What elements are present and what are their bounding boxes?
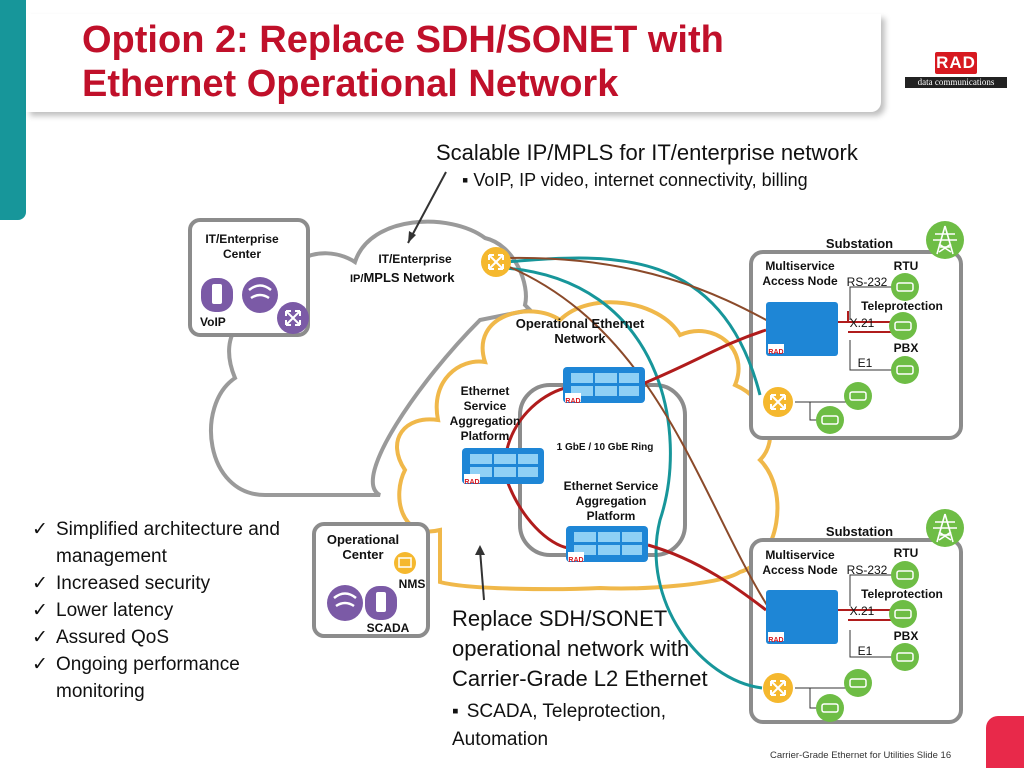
title-panel: [26, 14, 881, 112]
router-icon: [276, 301, 310, 335]
callout-ethernet: Replace SDH/SONET operational network wi…: [452, 606, 708, 691]
pylon-icon: [925, 508, 965, 548]
slide-footer: Carrier-Grade Ethernet for Utilities Sli…: [770, 750, 952, 761]
benefit-text: Lower latency: [56, 600, 174, 621]
benefit-text: Ongoing performance monitoring: [56, 654, 240, 702]
x21-label: X.21: [849, 604, 875, 618]
benefit-item: ✓ Ongoing performance monitoring: [32, 651, 282, 705]
sub2-link: [838, 609, 895, 621]
ring-link-1: [503, 386, 566, 461]
sub1-link: [838, 311, 895, 333]
check-icon: ✓: [32, 519, 48, 540]
esap-left-label: Ethernet Service Aggregation Platform: [449, 384, 521, 443]
it-center-label: IT/Enterprise Center: [205, 232, 279, 261]
ring-link-4: [647, 543, 767, 612]
it-network-label-2: IP/MPLS Network: [350, 270, 480, 287]
rtu-icon: [890, 272, 920, 302]
bullet-icon: ▪: [452, 701, 459, 722]
logo-mark: RAD: [935, 52, 977, 74]
rtu-label: RTU: [893, 259, 919, 273]
benefit-text: Assured QoS: [56, 627, 169, 648]
benefit-text: Simplified architecture and management: [56, 519, 280, 567]
it-mpls-cloud: [209, 219, 535, 497]
callout-it-bullet: ▪ VoIP, IP video, internet connectivity,…: [462, 170, 808, 191]
pylon-icon: [925, 220, 965, 260]
it-link-2: [504, 264, 771, 611]
rtu-icon: [890, 560, 920, 590]
ring-label: 1 GbE / 10 GbE Ring: [556, 442, 654, 453]
it-network-label-name: MPLS Network: [363, 270, 455, 285]
rad-tag: RAD: [768, 637, 784, 644]
check-icon: ✓: [32, 654, 48, 675]
man-label: Multiservice Access Node: [762, 548, 838, 577]
man-label: Multiservice Access Node: [762, 259, 838, 288]
substation-title: Substation: [825, 236, 894, 251]
benefit-item: ✓ Assured QoS: [32, 624, 282, 651]
callout-arrow-top: [407, 171, 447, 244]
pbx-icon: [890, 355, 920, 385]
it-network-label-1: IT/Enterprise: [378, 252, 452, 266]
substation-title: Substation: [825, 524, 894, 539]
check-icon: ✓: [32, 600, 48, 621]
operational-network-label: Operational Ethernet Network: [515, 316, 645, 346]
computer-icon: [815, 693, 845, 723]
check-icon: ✓: [32, 627, 48, 648]
pbx-label: PBX: [893, 341, 919, 355]
camera-icon: [843, 668, 873, 698]
logo-tagline: data communications: [905, 77, 1007, 88]
rtu-label: RTU: [893, 546, 919, 560]
callout-it-network: Scalable IP/MPLS for IT/enterprise netwo…: [436, 140, 858, 165]
teleprotection-label: Teleprotection: [861, 299, 943, 313]
bullet-icon: ▪: [462, 170, 474, 190]
rad-tag: RAD: [568, 557, 584, 564]
x21-label: X.21: [849, 316, 875, 330]
e1-label: E1: [857, 356, 873, 370]
computer-icon: [815, 405, 845, 435]
rad-tag: RAD: [464, 479, 480, 486]
router-icon: [480, 246, 512, 278]
callout-arrow-bottom: [479, 549, 485, 601]
benefit-item: ✓ Simplified architecture and management: [32, 516, 282, 570]
scada-label: SCADA: [366, 621, 410, 635]
rad-tag: RAD: [768, 349, 784, 356]
corner-accent: [986, 716, 1024, 768]
benefits-list: ✓Simplified architecture and management …: [32, 516, 282, 705]
benefit-text: Increased security: [56, 573, 211, 594]
check-icon: ✓: [32, 573, 48, 594]
camera-icon: [843, 381, 873, 411]
callout-ethernet-bullet-text: SCADA, Teleprotection, Automation: [452, 701, 666, 750]
e1-label: E1: [857, 644, 873, 658]
man-node-2: [766, 590, 838, 644]
benefit-item: ✓ Increased security: [32, 570, 282, 597]
it-link-1: [504, 256, 771, 323]
rs232-label: RS-232: [846, 563, 888, 577]
rad-logo: RAD data communications: [905, 52, 1007, 88]
ring-link-3: [639, 328, 767, 387]
benefit-item: ✓ Lower latency: [32, 597, 282, 624]
teleprotection-label: Teleprotection: [861, 587, 943, 601]
slide-title: Option 2: Replace SDH/SONET with Etherne…: [82, 19, 724, 105]
rad-tag: RAD: [565, 398, 581, 405]
rs232-label: RS-232: [846, 275, 888, 289]
router-icon: [762, 386, 794, 418]
esap-right-label: Ethernet Service Aggregation Platform: [563, 479, 659, 523]
callout-ethernet-bullet: ▪SCADA, Teleprotection, Automation: [452, 698, 712, 754]
teal-link-2: [504, 266, 763, 690]
operational-cloud: [395, 300, 780, 592]
man-node-1: [766, 302, 838, 356]
teleprotection-icon: [888, 599, 918, 629]
pbx-icon: [890, 642, 920, 672]
operational-center-label: Operational Center: [326, 532, 400, 562]
accent-bar: [0, 0, 26, 220]
it-network-label-prefix: IP/: [350, 273, 364, 285]
nms-label: NMS: [398, 577, 426, 591]
voip-label: VoIP: [200, 315, 226, 329]
ring-link-2: [503, 474, 569, 550]
teleprotection-icon: [888, 311, 918, 341]
router-icon: [762, 672, 794, 704]
pbx-label: PBX: [893, 629, 919, 643]
callout-it-bullet-text: VoIP, IP video, internet connectivity, b…: [473, 170, 808, 190]
